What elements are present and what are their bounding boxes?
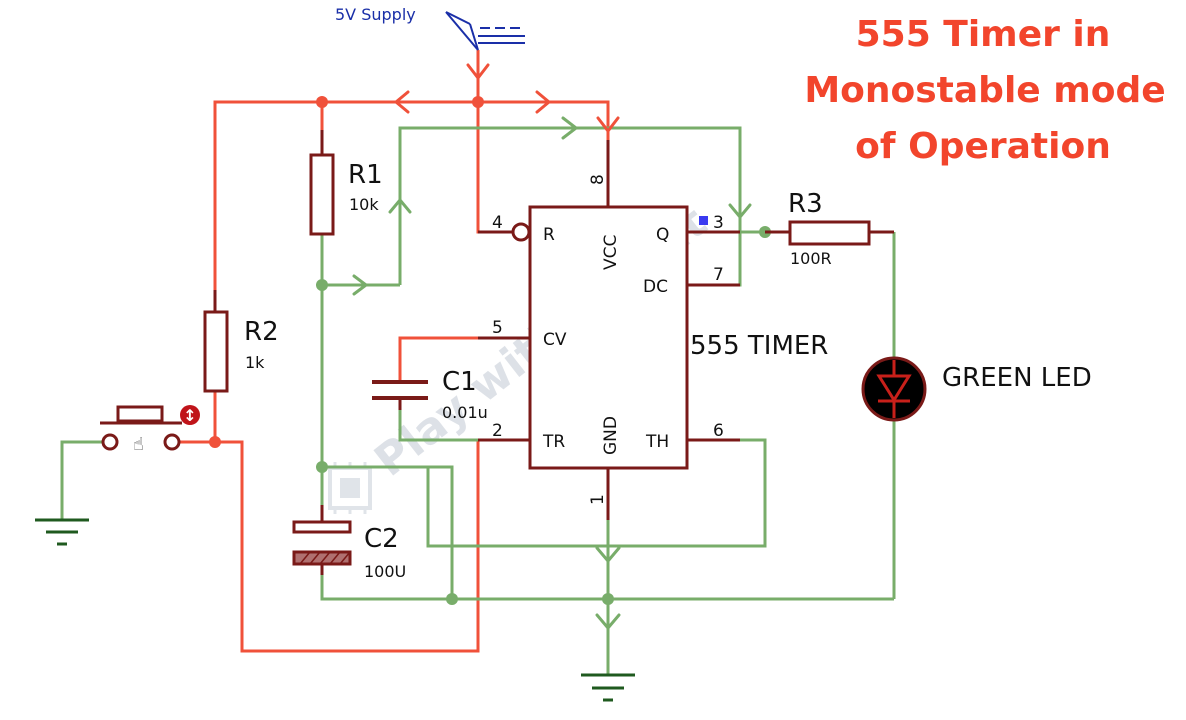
title-block: 555 Timer in Monostable mode of Operatio… bbox=[804, 14, 1165, 167]
resistor-r3: R3 100R bbox=[765, 189, 894, 268]
junction-dot bbox=[602, 593, 614, 605]
flow-arrows-red bbox=[394, 63, 551, 114]
arrow-down-gnd-2 bbox=[595, 613, 621, 630]
junction-dot bbox=[316, 279, 328, 291]
arrow-left-top bbox=[394, 90, 410, 114]
watermark-chip-icon bbox=[328, 462, 372, 514]
led-diode-icon bbox=[861, 356, 927, 422]
ic-body bbox=[528, 205, 689, 470]
junction-dot bbox=[316, 96, 328, 108]
pin-number-discharge: 7 bbox=[713, 265, 724, 285]
ic-label: 555 TIMER bbox=[690, 331, 828, 361]
capacitor-c1: C1 0.01u bbox=[372, 338, 488, 422]
resistor-r1: R1 10k bbox=[309, 130, 383, 236]
junction-dot bbox=[472, 96, 484, 108]
junction-dot bbox=[446, 593, 458, 605]
pin-name-control: CV bbox=[543, 330, 567, 350]
supply-label: 5V Supply bbox=[335, 5, 416, 24]
c2-label: C2 bbox=[364, 524, 399, 554]
r3-value: 100R bbox=[790, 249, 832, 268]
pin-name-reset: R bbox=[543, 225, 555, 245]
resistor-r2: R2 1k bbox=[203, 290, 279, 393]
title-line-1: 555 Timer in bbox=[856, 14, 1111, 55]
title-line-3: of Operation bbox=[855, 126, 1111, 167]
pin-name-vcc: VCC bbox=[601, 235, 621, 270]
antenna-probe-icon bbox=[445, 11, 525, 51]
r3-label: R3 bbox=[788, 189, 823, 219]
green-led: GREEN LED bbox=[861, 356, 1092, 422]
c1-value: 0.01u bbox=[442, 403, 488, 422]
button-marker-icon[interactable] bbox=[180, 405, 200, 425]
arrow-down-gnd-1 bbox=[595, 546, 621, 563]
r2-label: R2 bbox=[244, 317, 279, 347]
pin-number-vcc: 8 bbox=[588, 174, 608, 185]
led-label: GREEN LED bbox=[942, 363, 1092, 393]
push-button-icon[interactable]: ↕ ☝ bbox=[100, 405, 200, 455]
arrow-down-right bbox=[728, 203, 752, 219]
pin-number-ground: 1 bbox=[588, 494, 608, 505]
flow-arrows-green bbox=[352, 116, 752, 630]
pin-number-output: 3 bbox=[713, 213, 724, 233]
junction-dot bbox=[316, 461, 328, 473]
r2-value: 1k bbox=[245, 353, 265, 372]
ground-symbol-icon bbox=[581, 673, 635, 702]
arrow-right-top-green bbox=[561, 116, 578, 140]
c2-value: 100U bbox=[364, 562, 406, 581]
title-line-2: Monostable mode bbox=[804, 70, 1165, 111]
r1-label: R1 bbox=[348, 160, 383, 190]
ic-555: R VCC Q DC CV TR GND TH 8 4 3 7 5 2 6 1 … bbox=[478, 140, 828, 520]
svg-text:↕: ↕ bbox=[183, 406, 196, 425]
c1-label: C1 bbox=[442, 367, 477, 397]
pin-name-output: Q bbox=[656, 225, 669, 245]
arrow-right-top bbox=[535, 90, 551, 114]
flow-arrow-red-vcc bbox=[596, 116, 620, 134]
pin-name-discharge: DC bbox=[643, 277, 668, 297]
pin-number-reset: 4 bbox=[492, 213, 503, 233]
capacitor-c2: C2 100U bbox=[292, 505, 406, 581]
pin-name-threshold: TH bbox=[645, 432, 669, 452]
junction-dot bbox=[209, 436, 221, 448]
junctions bbox=[209, 96, 771, 605]
arrow-right-r1 bbox=[352, 274, 368, 296]
reset-bubble bbox=[511, 222, 531, 242]
pin-number-threshold: 6 bbox=[713, 421, 724, 441]
ground-symbol-icon bbox=[35, 518, 89, 546]
arrow-down-supply bbox=[466, 63, 490, 80]
r1-value: 10k bbox=[349, 195, 379, 214]
supply-terminal: 5V Supply bbox=[335, 5, 525, 51]
arrow-up-r1 bbox=[388, 198, 412, 214]
pin-name-trigger: TR bbox=[542, 432, 565, 452]
pin-number-control: 5 bbox=[492, 318, 503, 338]
hand-cursor-icon: ☝ bbox=[133, 434, 144, 455]
pin-name-ground: GND bbox=[601, 416, 621, 455]
pin-number-trigger: 2 bbox=[492, 421, 503, 441]
pin-indicator bbox=[699, 216, 708, 225]
